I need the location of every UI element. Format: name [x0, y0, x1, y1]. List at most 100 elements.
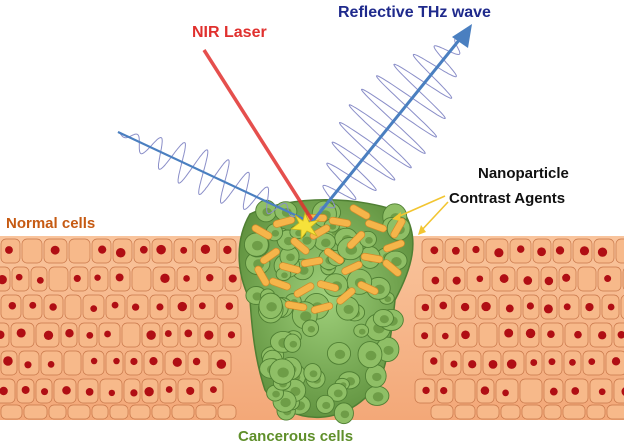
- normal-cell: [151, 404, 171, 420]
- cancer-cell-nucleus: [372, 392, 384, 402]
- cell-nucleus: [62, 386, 71, 395]
- tumor-cells-group: [243, 199, 411, 425]
- contrast-agents-label-line2: Contrast Agents: [449, 190, 565, 207]
- cell-nucleus: [597, 247, 608, 257]
- cell-nucleus: [186, 386, 195, 395]
- cell-nucleus: [8, 301, 17, 310]
- normal-cell: [121, 322, 141, 348]
- cell-nucleus: [200, 244, 211, 255]
- nanoparticle-rod: [328, 216, 352, 228]
- cell-nucleus: [86, 331, 94, 339]
- cell-nucleus: [537, 247, 546, 257]
- pointer-head-1-icon: [392, 212, 401, 221]
- normal-cell: [217, 404, 237, 420]
- cancer-cell-nucleus: [281, 272, 288, 279]
- nanoparticle-rod: [278, 262, 302, 274]
- cell-nucleus: [526, 302, 534, 310]
- cell-nucleus: [216, 359, 227, 369]
- cell-nucleus: [156, 303, 164, 311]
- cell-nucleus: [555, 246, 565, 255]
- nanoparticle-rod: [269, 277, 291, 291]
- cell-nucleus: [442, 332, 449, 340]
- cell-nucleus: [210, 386, 217, 394]
- cell-nucleus: [569, 358, 576, 366]
- incident-thz-beam: [117, 131, 311, 223]
- cell-nucleus: [422, 386, 430, 395]
- cell-nucleus: [139, 245, 148, 254]
- cancer-cell-nucleus: [372, 372, 382, 382]
- cell-nucleus: [571, 387, 580, 395]
- cell-nucleus: [94, 274, 101, 281]
- cancer-cell-nucleus: [309, 370, 318, 378]
- cancer-cell-nucleus: [334, 349, 346, 360]
- cell-nucleus: [530, 359, 538, 366]
- normal-cell: [23, 404, 48, 420]
- cell-nucleus: [452, 276, 461, 285]
- normal-cell: [0, 404, 23, 420]
- cell-nucleus: [549, 387, 558, 396]
- cell-nucleus: [130, 357, 138, 366]
- normal-cell: [454, 404, 476, 420]
- nanoparticle-rod: [383, 239, 405, 253]
- normal-cell: [171, 404, 195, 420]
- cancer-cell-nucleus: [252, 240, 263, 251]
- cell-nucleus: [502, 389, 509, 397]
- cell-nucleus: [146, 330, 156, 340]
- contrast-agents-label-line1: Nanoparticle: [478, 165, 569, 182]
- reflective-thz-wave-label: Reflective THz wave: [338, 4, 491, 21]
- nanoparticle-rod: [390, 217, 406, 239]
- nanoparticle-rod: [300, 256, 324, 268]
- cell-nucleus: [228, 274, 237, 283]
- nanoparticle-rod: [316, 280, 340, 292]
- cell-nucleus: [98, 245, 107, 254]
- cell-nucleus: [472, 245, 480, 254]
- cell-nucleus: [111, 301, 119, 309]
- normal-cell: [195, 404, 217, 420]
- cell-nucleus: [3, 356, 13, 366]
- cell-nucleus: [24, 361, 32, 369]
- normal-cell: [109, 404, 129, 420]
- cell-nucleus: [525, 328, 536, 339]
- cell-nucleus: [499, 274, 509, 283]
- cell-nucleus: [0, 275, 7, 285]
- cell-nucleus: [183, 275, 190, 282]
- cell-nucleus: [579, 246, 590, 256]
- cell-nucleus: [90, 357, 98, 365]
- cell-nucleus: [149, 357, 158, 366]
- nanoparticle-rod: [336, 287, 356, 305]
- cancer-cell-nucleus: [302, 236, 312, 245]
- cell-nucleus: [180, 246, 188, 254]
- cell-nucleus: [172, 357, 182, 367]
- cell-nucleus: [90, 305, 98, 312]
- cell-nucleus: [450, 360, 458, 368]
- normal-cell: [586, 404, 606, 420]
- normal-cell: [129, 404, 151, 420]
- cell-nucleus: [451, 246, 460, 255]
- cancer-cell-nucleus: [343, 304, 354, 314]
- cell-nucleus: [523, 276, 533, 285]
- cancer-cell-nucleus: [383, 345, 394, 355]
- cancerous-tissue: [238, 199, 414, 425]
- cell-nucleus: [0, 386, 8, 396]
- cell-nucleus: [65, 329, 74, 338]
- cell-nucleus: [108, 389, 116, 397]
- cell-nucleus: [585, 302, 594, 312]
- cell-nucleus: [494, 248, 504, 258]
- reflected-thz-beam: [310, 33, 466, 223]
- cancer-cell-nucleus: [266, 302, 277, 312]
- nanoparticle-rod: [272, 216, 296, 228]
- normal-cell: [91, 404, 109, 420]
- cell-nucleus: [130, 389, 138, 397]
- normal-cell: [67, 404, 91, 420]
- cell-nucleus: [204, 330, 214, 340]
- cell-nucleus: [617, 330, 624, 339]
- cell-nucleus: [547, 330, 555, 339]
- cell-nucleus: [49, 303, 57, 311]
- normal-cell: [613, 378, 624, 404]
- cell-nucleus: [85, 388, 94, 396]
- heat-spark-icon: [289, 211, 321, 241]
- cancer-cell-nucleus: [379, 315, 389, 324]
- reflected-thz-wave: [310, 24, 472, 223]
- pointer-line-2: [419, 201, 449, 233]
- pointer-head-2-icon: [418, 225, 426, 235]
